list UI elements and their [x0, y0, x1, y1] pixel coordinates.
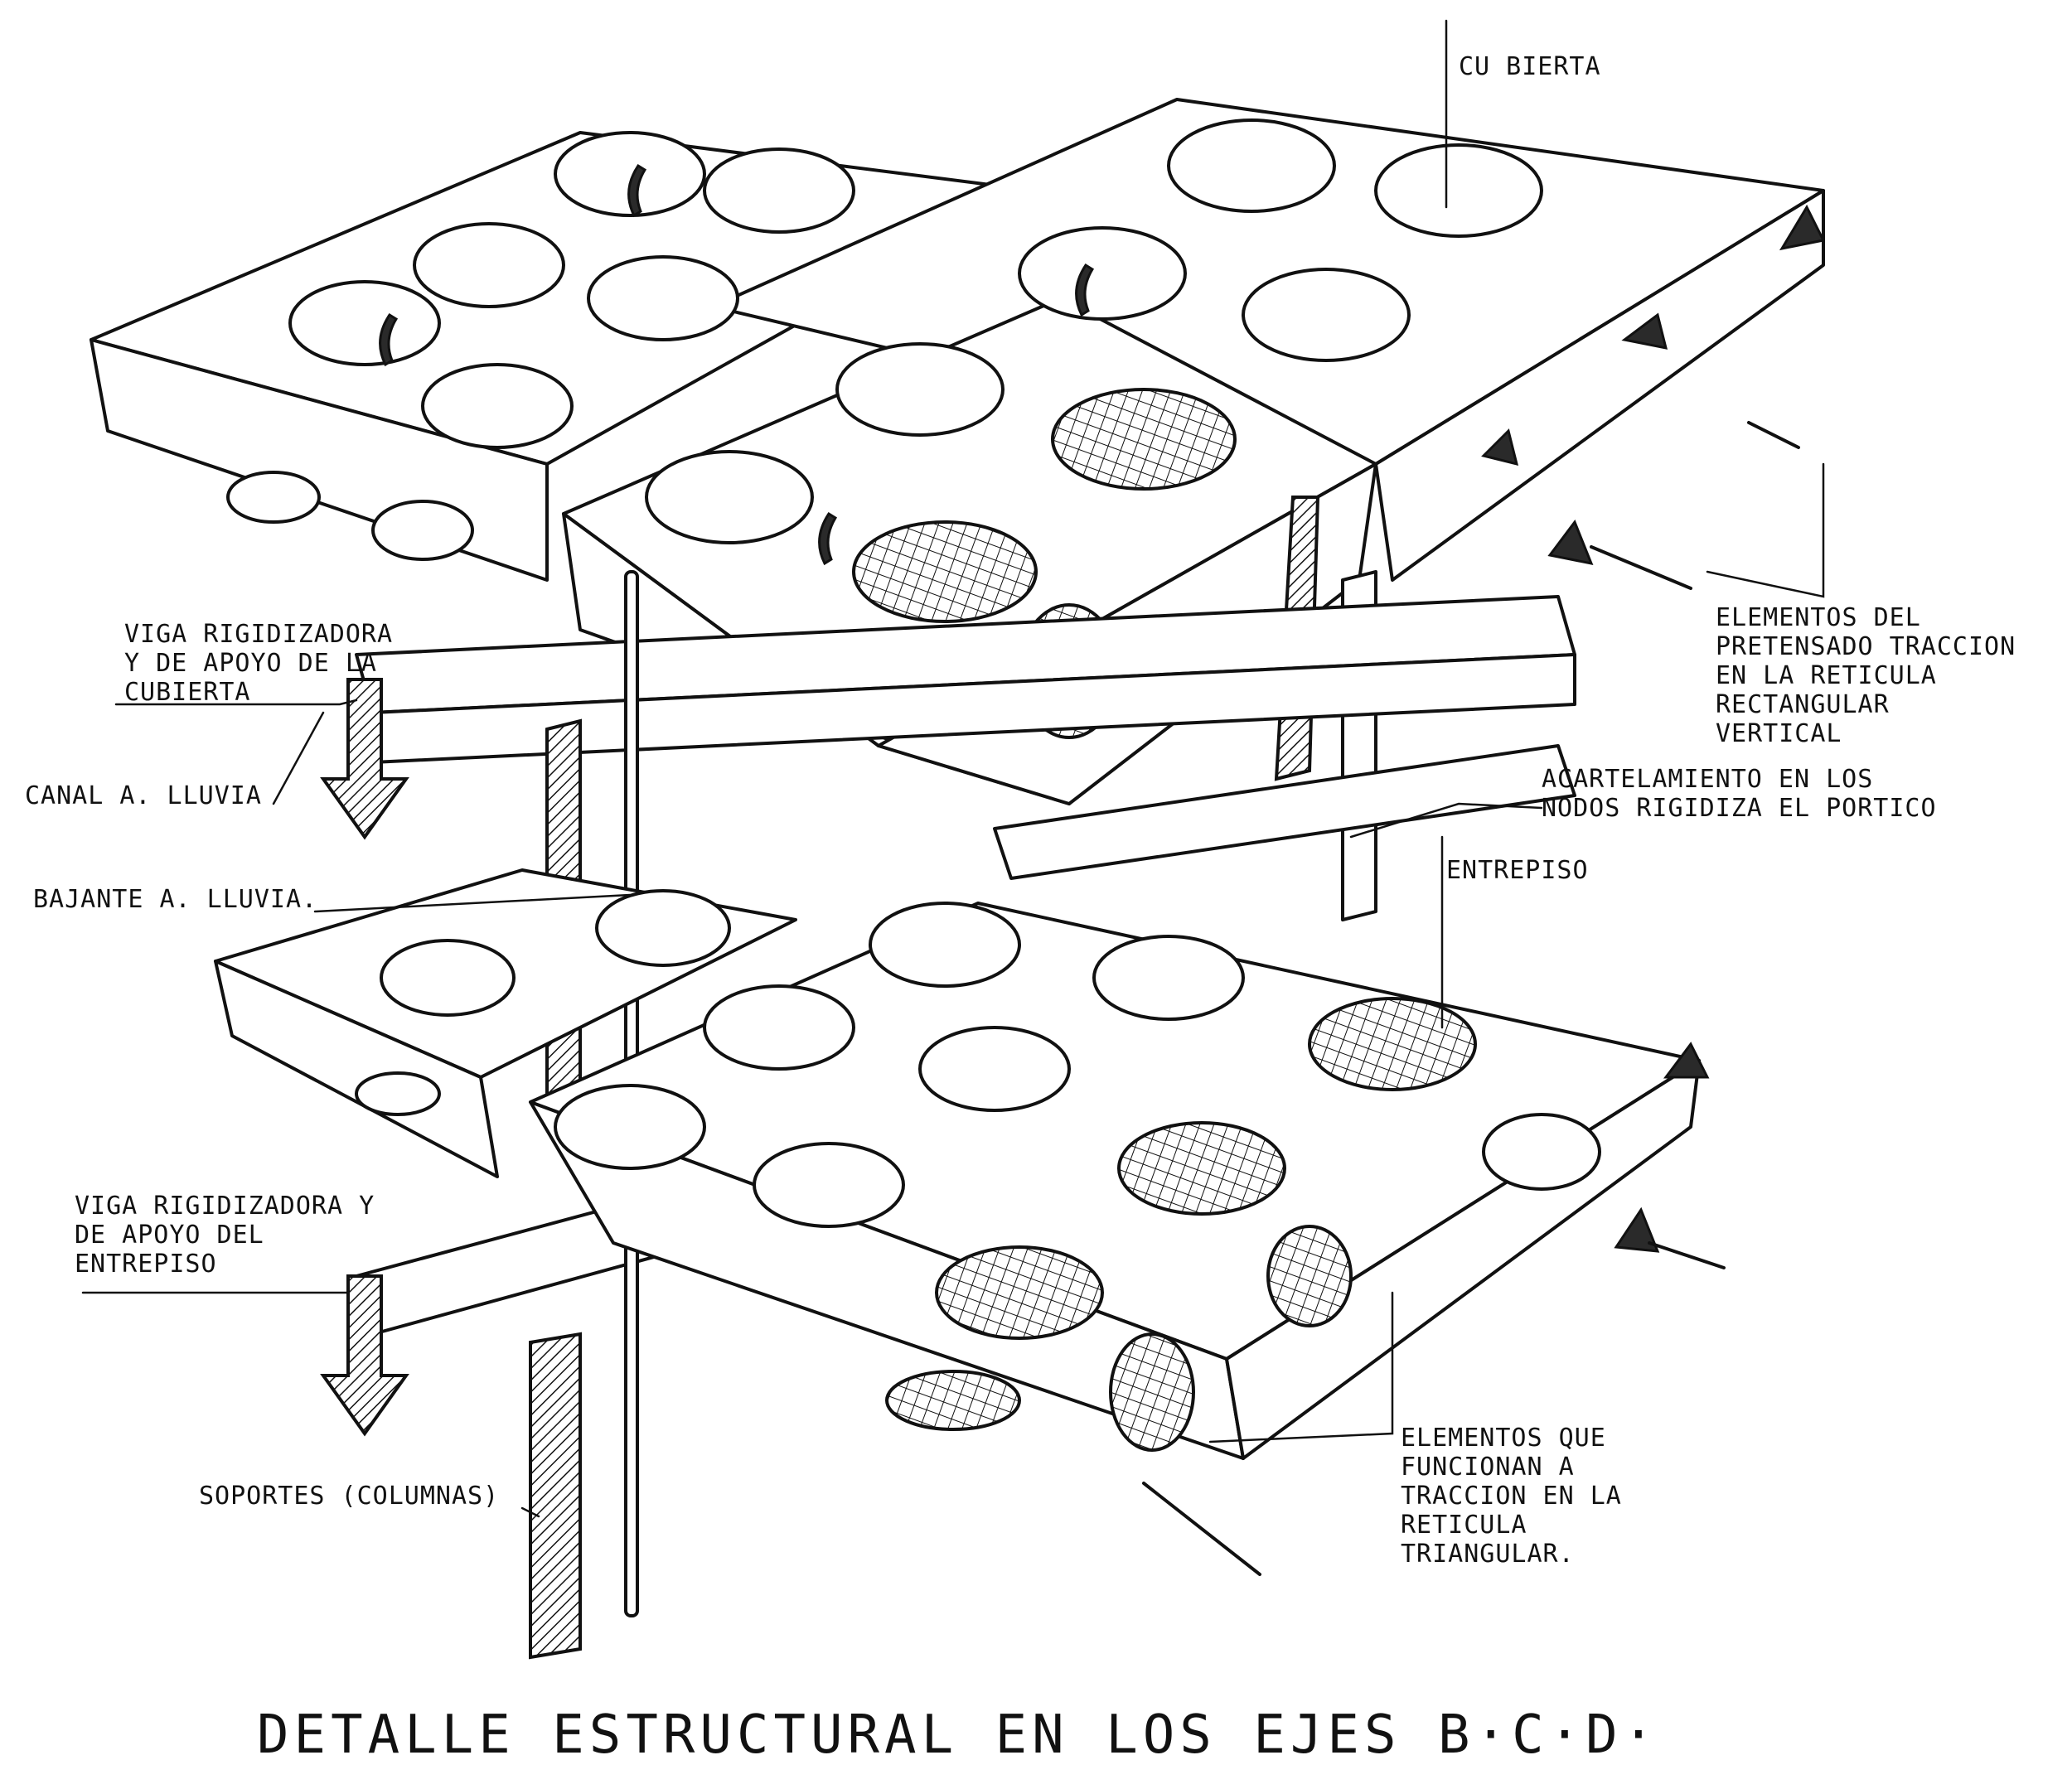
floor-opening — [554, 1084, 706, 1170]
label-soportes: SOPORTES (COLUMNAS) — [199, 1482, 499, 1511]
roof-opening — [421, 363, 574, 449]
roof-slab-right-edge — [1374, 189, 1825, 582]
floor-opening — [753, 1142, 905, 1228]
column-lower — [529, 1332, 582, 1660]
diagram-title: DETALLE ESTRUCTURAL EN LOS EJES B·C·D· — [257, 1704, 1659, 1766]
leader-acartelamiento — [1349, 802, 1543, 839]
roof-opening — [1374, 143, 1543, 238]
leader-pretensado — [1706, 462, 1825, 598]
label-viga-cubierta-1: VIGA RIGIDIZADORA — [124, 620, 393, 649]
label-traccion-3: TRACCION EN LA — [1401, 1482, 1622, 1511]
label-traccion-1: ELEMENTOS QUE — [1401, 1424, 1606, 1453]
floor-opening — [703, 984, 855, 1071]
label-pretensado-5: VERTICAL — [1716, 719, 1842, 748]
shadow-stroke — [379, 312, 399, 367]
label-pretensado-1: ELEMENTOS DEL — [1716, 603, 1921, 632]
roof-opening — [554, 131, 706, 217]
anchor-hook — [1663, 1042, 1710, 1079]
roof-openings — [226, 118, 1543, 739]
shadow-stroke — [627, 163, 647, 218]
floor-slab-left-edge — [214, 960, 499, 1178]
label-viga-entrepiso-2: DE APOYO DEL — [75, 1221, 264, 1250]
floor-opening — [869, 902, 1021, 988]
floor-opening — [1482, 1113, 1601, 1191]
leader-canal — [272, 711, 325, 805]
floor-opening — [918, 1026, 1071, 1112]
roof-beam — [320, 595, 1576, 840]
label-viga-cubierta-3: CUBIERTA — [124, 678, 251, 707]
tension-rod — [1747, 421, 1800, 449]
roof-opening — [371, 500, 474, 561]
floor-opening — [1092, 935, 1245, 1021]
annotations: CU BIERTA VIGA RIGIDIZADORA Y DE APOYO D… — [25, 52, 2016, 1766]
anchor-hook — [1621, 312, 1668, 350]
floor-opening-mesh — [1117, 1121, 1286, 1216]
label-bajante: BAJANTE A. LLUVIA. — [33, 885, 317, 914]
label-viga-entrepiso-1: VIGA RIGIDIZADORA Y — [75, 1192, 375, 1221]
tension-rod — [1648, 1241, 1726, 1269]
anchor-hook — [1547, 519, 1594, 566]
shadow-stroke — [818, 511, 838, 566]
label-pretensado-4: RECTANGULAR — [1716, 690, 1890, 719]
floor-level — [214, 868, 1726, 1576]
floor-opening-mesh — [885, 1370, 1021, 1431]
label-traccion-2: FUNCIONAN A — [1401, 1453, 1575, 1482]
gutter-arrow — [320, 678, 409, 840]
roof-opening — [587, 255, 739, 341]
floor-opening — [595, 889, 731, 967]
floor-opening-mesh — [1109, 1332, 1195, 1452]
roof-opening — [288, 280, 441, 366]
floor-opening — [355, 1071, 441, 1116]
roof-opening — [1018, 226, 1187, 321]
roof-opening-mesh — [1051, 388, 1237, 491]
label-cubierta: CU BIERTA — [1459, 52, 1601, 81]
anchor-hook — [1614, 1206, 1660, 1253]
roof-opening — [413, 222, 565, 308]
floor-gutter-arrow — [320, 1274, 409, 1437]
shadow-stroke — [1075, 263, 1095, 317]
leader-soportes — [520, 1506, 540, 1518]
tension-rod — [1590, 545, 1692, 590]
roof-opening-mesh — [852, 520, 1038, 623]
anchor-hook — [1481, 428, 1519, 467]
floor-opening — [380, 939, 516, 1017]
label-pretensado-3: EN LA RETICULA — [1716, 661, 1937, 690]
label-entrepiso: ENTREPISO — [1446, 856, 1589, 885]
label-viga-cubierta-2: Y DE APOYO DE LA — [124, 649, 377, 678]
leader-viga-cubierta — [114, 699, 358, 706]
label-acartelamiento-2: NODOS RIGIDIZA EL PORTICO — [1542, 794, 1937, 823]
label-pretensado-2: PRETENSADO TRACCION — [1716, 632, 2016, 661]
leader-traccion — [1208, 1291, 1394, 1443]
floor-opening-mesh — [935, 1245, 1104, 1340]
roof-opening — [645, 450, 814, 544]
label-canal: CANAL A. LLUVIA — [25, 781, 262, 810]
leader-bajante — [313, 893, 632, 913]
floor-openings — [355, 889, 1601, 1452]
tension-rod — [1142, 1482, 1261, 1576]
label-traccion-5: TRIANGULAR. — [1401, 1540, 1575, 1569]
roof-opening — [226, 471, 321, 524]
roof-opening — [1242, 268, 1411, 362]
floor-opening-mesh — [1308, 997, 1477, 1091]
roof-opening — [835, 342, 1005, 437]
anchor-hook — [1779, 204, 1826, 251]
leader-lines — [81, 19, 1825, 1518]
back-beam — [993, 744, 1576, 880]
roof-opening — [1167, 118, 1336, 213]
label-traccion-4: RETICULA — [1401, 1511, 1527, 1540]
label-acartelamiento-1: ACARTELAMIENTO EN LOS — [1542, 765, 1873, 794]
roof-opening — [703, 147, 855, 234]
floor-opening-mesh — [1266, 1225, 1353, 1327]
label-viga-entrepiso-3: ENTREPISO — [75, 1250, 217, 1279]
